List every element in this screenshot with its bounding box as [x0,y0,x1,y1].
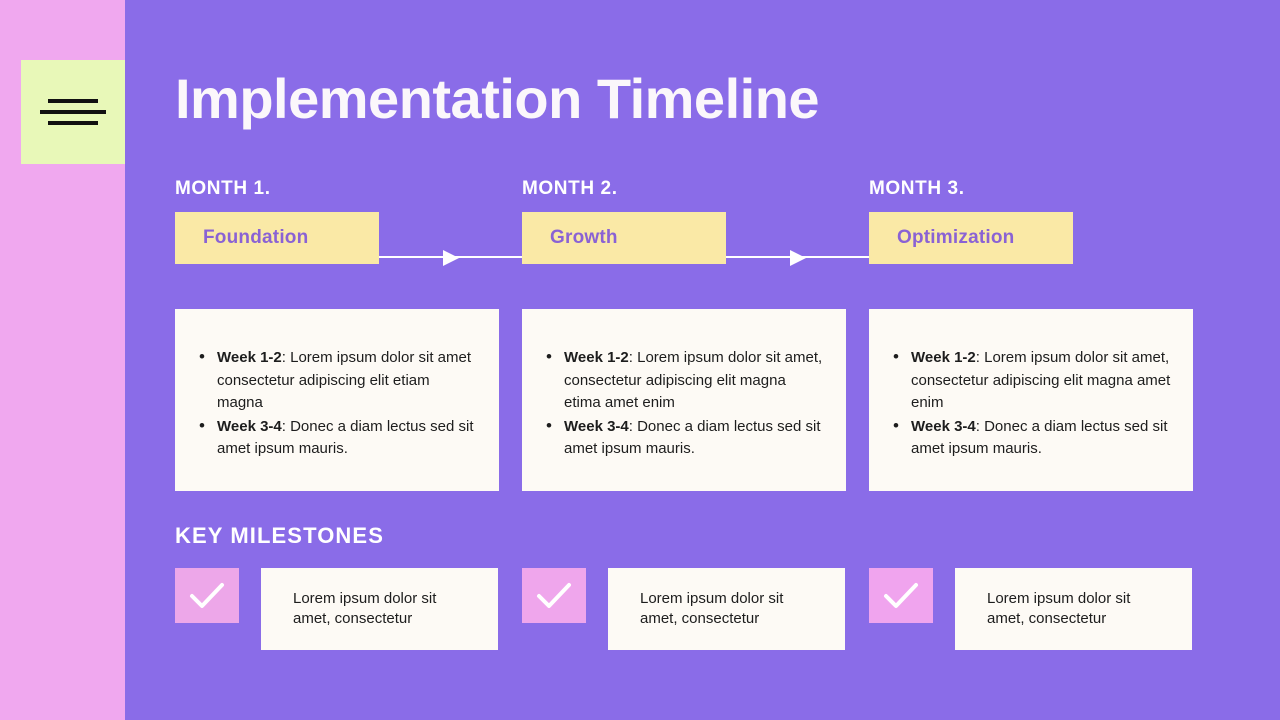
list-item: Week 3-4: Donec a diam lectus sed sit am… [544,415,824,461]
bullet-text: : Donec a diam lectus sed sit amet ipsum… [564,417,821,458]
phase-column-1: MONTH 1. Foundation [175,178,379,264]
milestones-row: Lorem ipsum dolor sit amet, consectetur … [175,568,1193,650]
bullet-text: : Lorem ipsum dolor sit amet, consectetu… [911,349,1171,411]
milestone-checkbox-1[interactable] [175,568,239,623]
arrow-head-1 [442,250,459,266]
bullet-lead: Week 3-4 [217,417,282,435]
arrow-right-icon-2 [726,250,869,266]
milestone-text-1: Lorem ipsum dolor sit amet, consectetur [261,568,498,650]
phase-column-3: MONTH 3. Optimization [869,178,1073,264]
list-item: Week 1-2: Lorem ipsum dolor sit amet con… [197,346,477,415]
month-label-1: MONTH 1. [175,178,271,199]
month-label-2: MONTH 2. [522,178,618,199]
detail-card-2: Week 1-2: Lorem ipsum dolor sit amet, co… [522,309,846,491]
detail-card-1: Week 1-2: Lorem ipsum dolor sit amet con… [175,309,499,491]
milestone-item-3: Lorem ipsum dolor sit amet, consectetur [869,568,1192,650]
phase-box-2[interactable]: Growth [522,212,726,264]
logo-tile [21,60,125,164]
checkmark-icon [537,582,571,608]
three-lines-menu-icon-line-bottom [48,121,98,125]
arrow-head-2 [789,250,806,266]
detail-card-3: Week 1-2: Lorem ipsum dolor sit amet, co… [869,309,1193,491]
bullet-list-1: Week 1-2: Lorem ipsum dolor sit amet con… [197,346,477,461]
milestone-item-1: Lorem ipsum dolor sit amet, consectetur [175,568,498,650]
milestone-checkbox-2[interactable] [522,568,586,623]
phase-box-3[interactable]: Optimization [869,212,1073,264]
milestone-item-2: Lorem ipsum dolor sit amet, consectetur [522,568,845,650]
list-item: Week 1-2: Lorem ipsum dolor sit amet, co… [544,346,824,415]
bullet-list-3: Week 1-2: Lorem ipsum dolor sit amet, co… [891,346,1171,461]
month-label-3: MONTH 3. [869,178,965,199]
phase-name-2: Growth [550,227,618,248]
bullet-lead: Week 1-2 [217,349,282,366]
checkmark-icon [190,582,224,608]
bullet-text: : Lorem ipsum dolor sit amet consectetur… [217,349,472,411]
bullet-text: : Lorem ipsum dolor sit amet, consectetu… [564,349,823,411]
milestone-checkbox-3[interactable] [869,568,933,623]
bullet-lead: Week 1-2 [911,349,976,366]
phase-name-1: Foundation [203,227,309,248]
three-lines-menu-icon-line-middle [40,110,106,114]
detail-cards-row: Week 1-2: Lorem ipsum dolor sit amet con… [175,309,1193,491]
phase-name-3: Optimization [897,227,1015,248]
phase-column-2: MONTH 2. Growth [522,178,726,264]
arrow-right-icon-1 [379,250,522,266]
bullet-lead: Week 3-4 [564,417,629,435]
checkmark-icon [884,582,918,608]
milestone-text-3: Lorem ipsum dolor sit amet, consectetur [955,568,1192,650]
slide-canvas: Implementation Timeline MONTH 1. Foundat… [125,0,1280,720]
three-lines-menu-icon-line-top [48,99,98,103]
list-item: Week 3-4: Donec a diam lectus sed sit am… [197,415,477,461]
list-item: Week 1-2: Lorem ipsum dolor sit amet, co… [891,346,1171,415]
bullet-lead: Week 1-2 [564,349,629,366]
milestone-text-2: Lorem ipsum dolor sit amet, consectetur [608,568,845,650]
list-item: Week 3-4: Donec a diam lectus sed sit am… [891,415,1171,461]
bullet-text: : Donec a diam lectus sed sit amet ipsum… [911,417,1168,458]
bullet-lead: Week 3-4 [911,417,976,435]
timeline-row: MONTH 1. Foundation MONTH 2. Growth MONT… [175,178,1193,270]
key-milestones-heading: KEY MILESTONES [175,523,384,548]
bullet-list-2: Week 1-2: Lorem ipsum dolor sit amet, co… [544,346,824,461]
bullet-text: : Donec a diam lectus sed sit amet ipsum… [217,417,474,458]
phase-box-1[interactable]: Foundation [175,212,379,264]
page-title: Implementation Timeline [175,67,820,130]
